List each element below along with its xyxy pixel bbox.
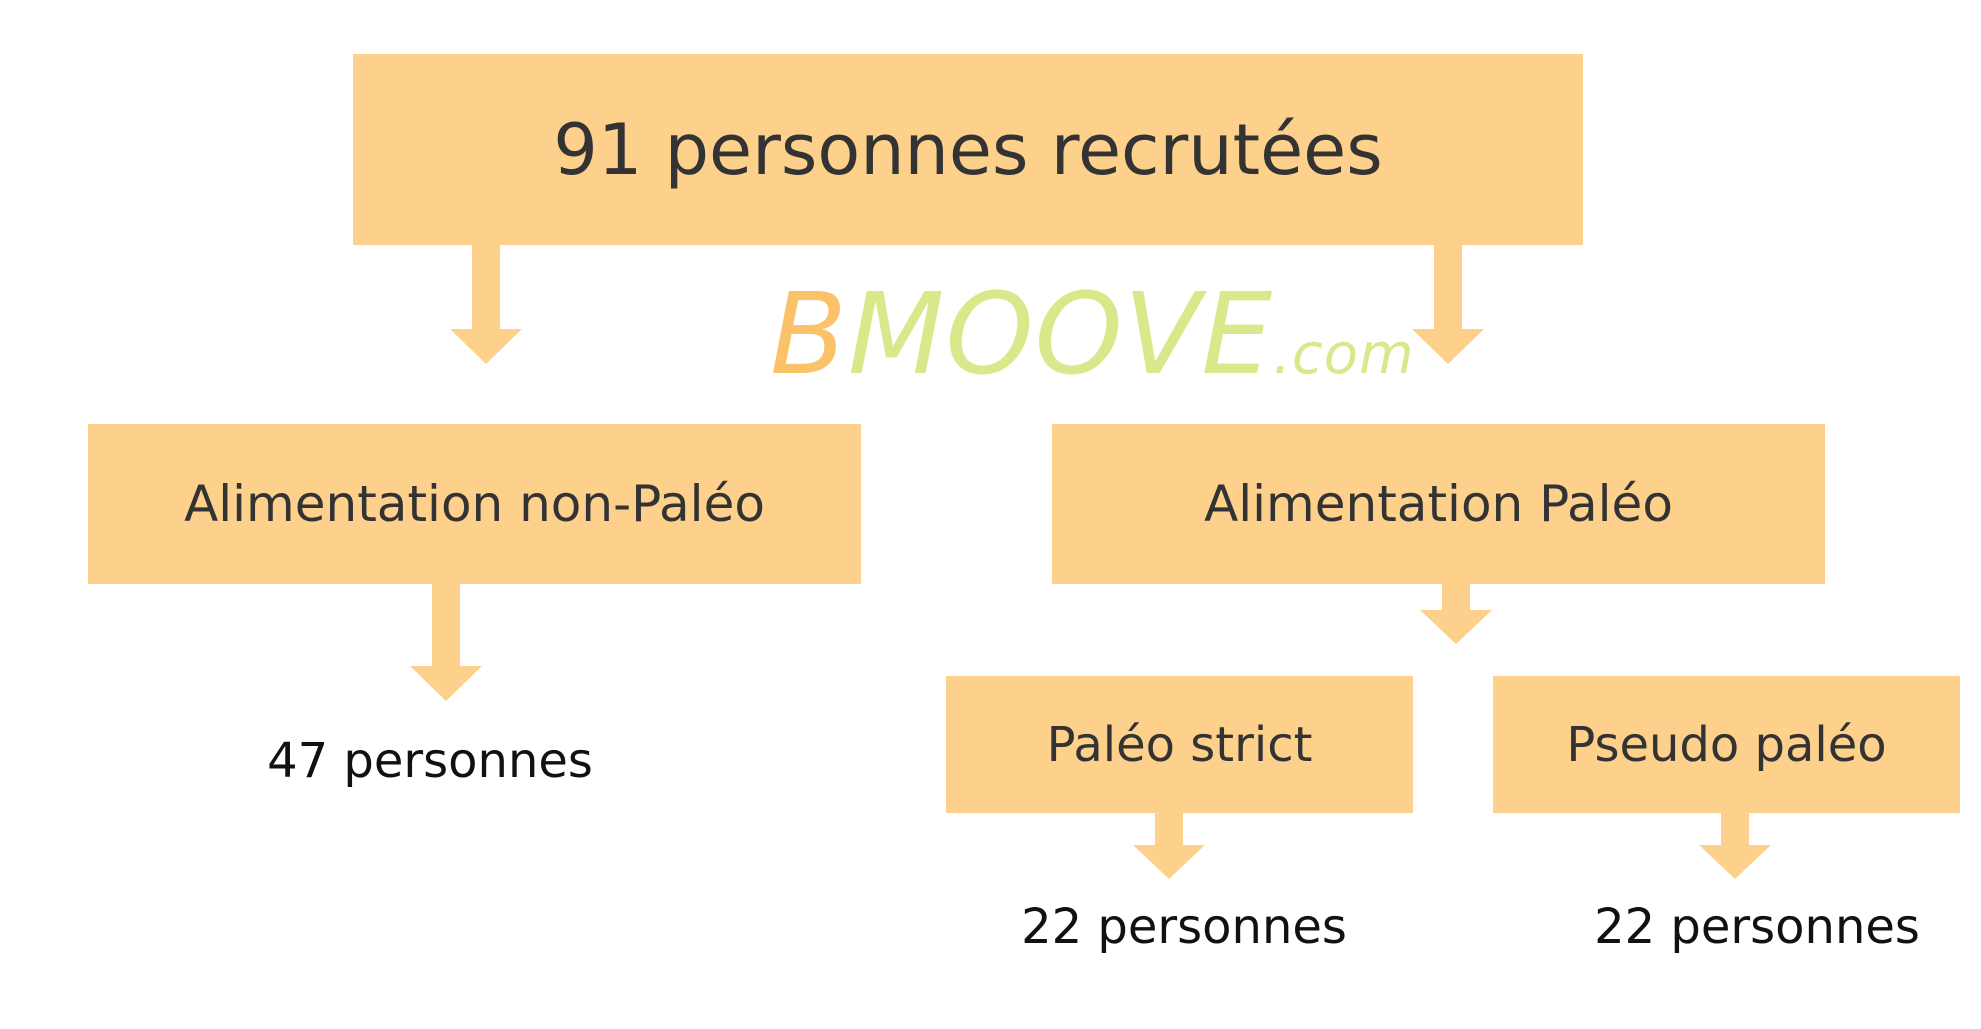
paleo-node-label: Alimentation Paléo — [1204, 475, 1673, 533]
down-arrow-icon — [1412, 245, 1484, 364]
non-paleo-node-label: Alimentation non-Paléo — [184, 475, 765, 533]
down-arrow-icon — [450, 245, 522, 364]
pseudo-paleo-count: 22 personnes — [1594, 899, 1920, 955]
strict-paleo-count: 22 personnes — [1021, 899, 1347, 955]
down-arrow-icon — [1420, 584, 1492, 644]
down-arrow-icon — [1133, 813, 1205, 879]
root-node: 91 personnes recrutées — [353, 54, 1583, 245]
root-node-label: 91 personnes recrutées — [553, 108, 1383, 191]
strict-paleo-node: Paléo strict — [946, 676, 1413, 813]
down-arrow-icon — [1699, 813, 1771, 879]
logo-name: MOOVE — [847, 270, 1274, 400]
pseudo-paleo-node: Pseudo paléo — [1493, 676, 1960, 813]
logo-domain: .com — [1273, 322, 1415, 387]
non-paleo-node: Alimentation non-Paléo — [88, 424, 861, 584]
pseudo-paleo-node-label: Pseudo paléo — [1566, 716, 1887, 773]
non-paleo-count: 47 personnes — [267, 733, 593, 789]
bmoove-logo: BMOOVE.com — [770, 270, 1415, 400]
down-arrow-icon — [410, 584, 482, 701]
paleo-node: Alimentation Paléo — [1052, 424, 1825, 584]
logo-initial: B — [770, 270, 848, 400]
strict-paleo-node-label: Paléo strict — [1046, 716, 1313, 773]
